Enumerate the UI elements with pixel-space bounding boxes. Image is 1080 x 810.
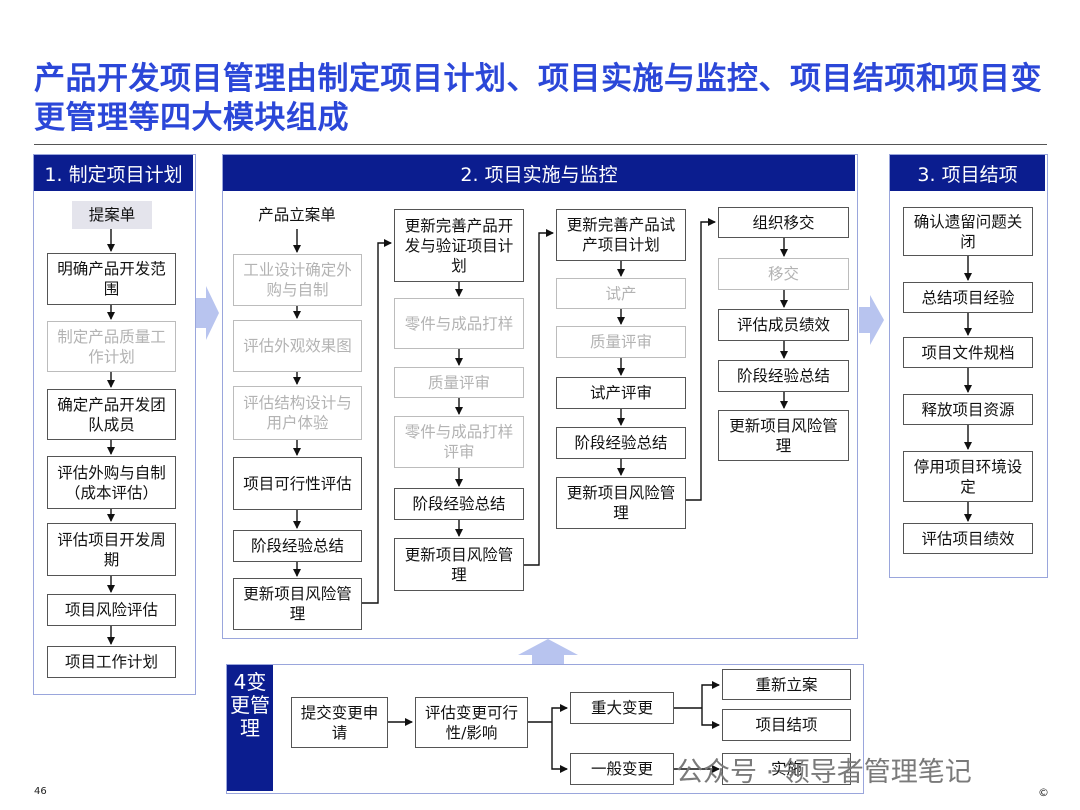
stage-summary-1-box: 阶段经验总结 xyxy=(233,530,362,562)
risk-update-1-box: 更新项目风险管理 xyxy=(233,578,362,630)
sampling-box: 零件与成品打样 xyxy=(394,298,524,349)
watermark-text: 公众号 · 领导者管理笔记 xyxy=(676,757,972,788)
quality-review-2-box: 质量评审 xyxy=(556,326,686,358)
section3-header: 3. 项目结项 xyxy=(890,155,1045,191)
work-plan-box: 项目工作计划 xyxy=(47,646,176,678)
release-resources-box: 释放项目资源 xyxy=(903,394,1033,425)
member-performance-box: 评估成员绩效 xyxy=(718,309,849,341)
quality-review-1-box: 质量评审 xyxy=(394,367,524,398)
section2-header: 2. 项目实施与监控 xyxy=(223,155,855,191)
submit-change-request-box: 提交变更申请 xyxy=(291,697,388,748)
page-number: 46 xyxy=(34,786,47,797)
organize-handover-box: 组织移交 xyxy=(718,207,849,238)
minor-change-box: 一般变更 xyxy=(570,753,674,785)
feasibility-box: 项目可行性评估 xyxy=(233,457,362,510)
risk-update-2-box: 更新项目风险管理 xyxy=(394,538,524,591)
trial-review-box: 试产评审 xyxy=(556,377,686,409)
confirm-issues-closed-box: 确认遗留问题关闭 xyxy=(903,207,1033,256)
evaluate-performance-box: 评估项目绩效 xyxy=(903,523,1033,554)
define-scope-box: 明确产品开发范围 xyxy=(47,253,176,305)
proposal-form-box: 提案单 xyxy=(72,201,152,229)
summarize-experience-box: 总结项目经验 xyxy=(903,282,1033,313)
team-members-box: 确定产品开发团队成员 xyxy=(47,389,176,440)
stage-summary-2-box: 阶段经验总结 xyxy=(394,488,524,520)
quality-plan-box: 制定产品质量工作计划 xyxy=(47,321,176,372)
stage-summary-4-box: 阶段经验总结 xyxy=(718,360,849,392)
archive-documents-box: 项目文件规档 xyxy=(903,337,1033,368)
project-close-box: 项目结项 xyxy=(722,709,851,741)
trial-production-box: 试产 xyxy=(556,278,686,309)
structure-eval-box: 评估结构设计与用户体验 xyxy=(233,386,362,440)
dev-plan-update-box: 更新完善产品开发与验证项目计划 xyxy=(394,209,524,282)
implement-box: 实施 xyxy=(722,753,851,785)
section4-header: 4变更管理 xyxy=(227,665,273,791)
major-change-box: 重大变更 xyxy=(570,692,674,724)
risk-update-4-box: 更新项目风险管理 xyxy=(718,410,849,461)
appearance-eval-box: 评估外观效果图 xyxy=(233,320,362,372)
evaluate-change-impact-box: 评估变更可行性/影响 xyxy=(415,697,528,748)
copyright-mark: © xyxy=(1038,786,1049,799)
title-divider xyxy=(34,144,1047,145)
product-filing-box: 产品立案单 xyxy=(258,206,336,224)
risk-update-3-box: 更新项目风险管理 xyxy=(556,477,686,529)
dev-cycle-box: 评估项目开发周期 xyxy=(47,523,176,576)
stage-summary-3-box: 阶段经验总结 xyxy=(556,427,686,459)
re-file-box: 重新立案 xyxy=(722,669,851,700)
handover-box: 移交 xyxy=(718,258,849,290)
section1-header: 1. 制定项目计划 xyxy=(34,155,193,191)
risk-assessment-box: 项目风险评估 xyxy=(47,594,176,626)
page-title: 产品开发项目管理由制定项目计划、项目实施与监控、项目结项和项目变更管理等四大模块… xyxy=(34,61,1042,136)
disable-environment-box: 停用项目环境设定 xyxy=(903,451,1033,502)
industrial-design-box: 工业设计确定外购与自制 xyxy=(233,254,362,306)
sampling-review-box: 零件与成品打样评审 xyxy=(394,416,524,468)
make-or-buy-box: 评估外购与自制（成本评估） xyxy=(47,456,176,509)
trial-plan-update-box: 更新完善产品试产项目计划 xyxy=(556,209,686,261)
